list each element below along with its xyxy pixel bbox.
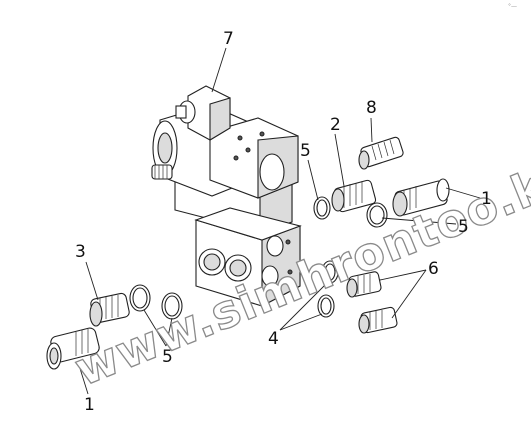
callout-8: 8 bbox=[366, 98, 377, 118]
callout-7: 7 bbox=[223, 29, 234, 49]
callout-5-right: 5 bbox=[458, 217, 469, 237]
callout-5-top: 5 bbox=[300, 141, 311, 161]
callout-3: 3 bbox=[75, 242, 86, 262]
corner-mark: °— bbox=[508, 3, 517, 10]
callout-6: 6 bbox=[428, 259, 439, 279]
fitting-3 bbox=[89, 292, 130, 327]
callout-1-right: 1 bbox=[481, 189, 492, 209]
fitting-8 bbox=[358, 136, 404, 170]
leader-lines bbox=[77, 47, 481, 395]
fitting-1-bottom bbox=[46, 327, 100, 370]
seal-ring-group-top bbox=[313, 196, 388, 228]
seal-rings-4 bbox=[317, 260, 339, 318]
fitting-1-right bbox=[392, 178, 450, 217]
valve-block bbox=[194, 207, 302, 307]
callout-2: 2 bbox=[330, 115, 341, 135]
union-fitting-2 bbox=[331, 179, 377, 213]
callout-1-bottom: 1 bbox=[84, 395, 95, 415]
callout-5-bottom: 5 bbox=[162, 347, 173, 367]
fittings-6 bbox=[346, 271, 398, 334]
watermark-text: www.simhrontoo.kz bbox=[67, 148, 531, 397]
callout-4: 4 bbox=[268, 329, 279, 349]
seal-rings-5-bottom bbox=[129, 284, 183, 320]
